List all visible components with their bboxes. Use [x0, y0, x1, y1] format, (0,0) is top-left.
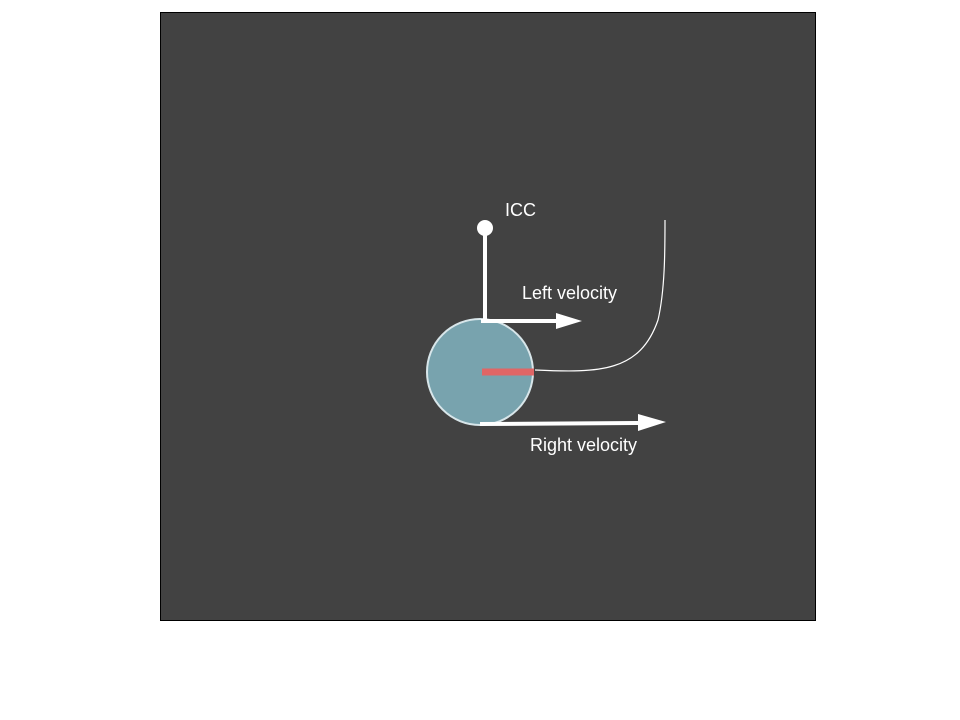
right-velocity-arrow	[479, 414, 666, 431]
icc-point	[477, 220, 493, 236]
left-velocity-label: Left velocity	[522, 283, 617, 303]
left-velocity-arrow	[481, 313, 582, 329]
icc-label: ICC	[505, 200, 536, 220]
canvas-background	[160, 12, 816, 621]
trajectory-path	[534, 219, 666, 372]
right-velocity-label: Right velocity	[530, 435, 637, 455]
